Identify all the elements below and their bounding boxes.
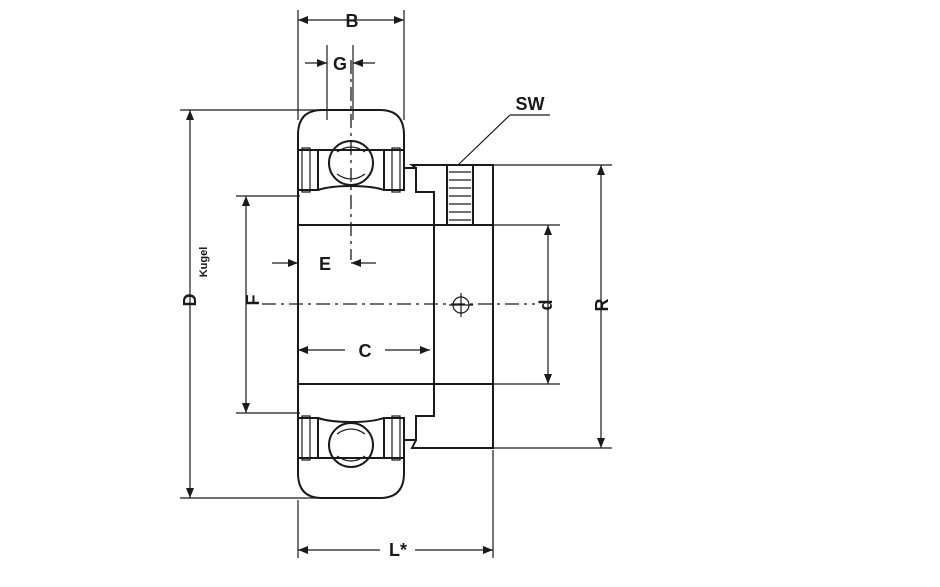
collar-bottom	[410, 383, 494, 449]
dimension-d: d	[493, 224, 560, 385]
collar-top	[409, 164, 494, 226]
label-R: R	[592, 299, 612, 312]
set-screw-thread	[449, 171, 471, 221]
label-L: L*	[389, 540, 407, 560]
label-E: E	[319, 254, 331, 274]
ball-bottom	[328, 422, 374, 468]
dimension-R: R	[493, 164, 612, 449]
dimension-D-kugel: D Kugel	[180, 109, 330, 499]
seal-top	[301, 147, 401, 193]
label-kugel: Kugel	[198, 247, 210, 278]
dimension-F: F	[236, 195, 300, 414]
label-B: B	[346, 11, 359, 31]
dimension-G: G	[305, 45, 375, 120]
center-lines	[262, 60, 535, 305]
dimension-E: E	[272, 254, 376, 274]
seal-bottom	[301, 415, 401, 461]
label-C: C	[359, 341, 372, 361]
label-G: G	[333, 54, 347, 74]
label-F: F	[243, 295, 263, 306]
label-d: d	[536, 300, 556, 311]
label-D: D	[180, 294, 200, 307]
dimension-B: B	[297, 10, 405, 120]
dimension-SW: SW	[457, 94, 550, 166]
label-SW: SW	[516, 94, 545, 114]
dimension-L: L*	[297, 450, 494, 560]
dimension-C: C	[298, 341, 430, 361]
outer-ring-bottom	[297, 417, 405, 499]
